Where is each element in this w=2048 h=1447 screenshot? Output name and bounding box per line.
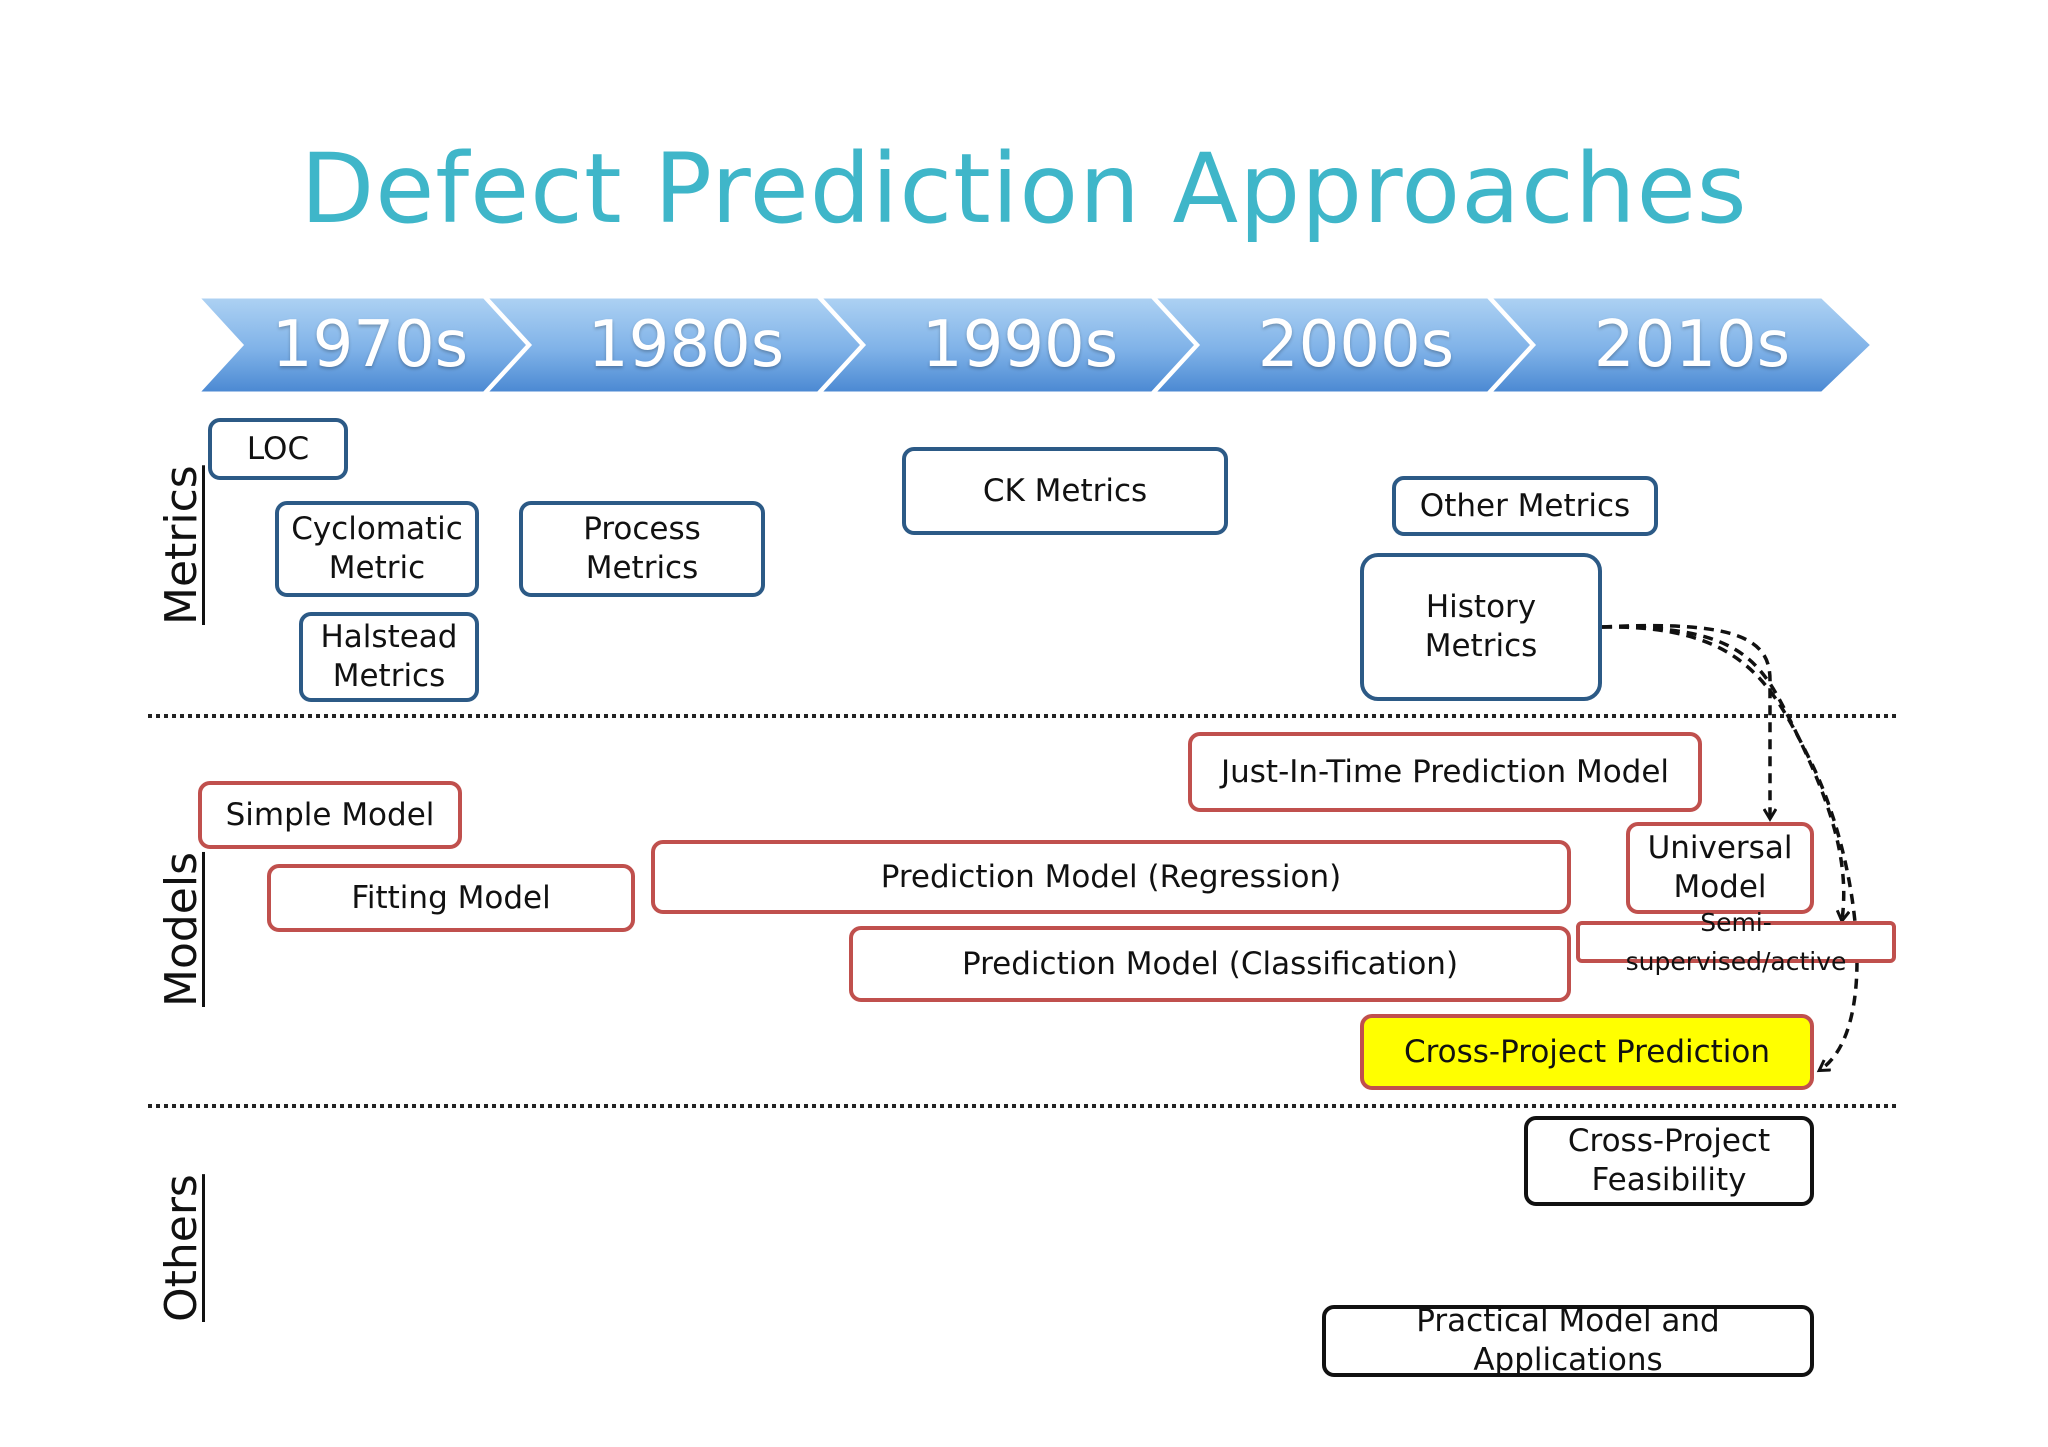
section-label-others: Others: [156, 1174, 207, 1322]
node-loc: LOC: [208, 418, 348, 480]
node-simple-model: Simple Model: [198, 781, 462, 849]
node-cyclomatic-metric: Cyclomatic Metric: [275, 501, 479, 597]
node-history-metrics: History Metrics: [1360, 553, 1602, 701]
node-halstead-metrics: Halstead Metrics: [299, 612, 479, 702]
node-process-metrics: Process Metrics: [519, 501, 765, 597]
timeline-chevron: [1486, 295, 1875, 395]
era-1990s: 1990s: [921, 308, 1119, 382]
node-ck-metrics: CK Metrics: [902, 447, 1228, 535]
node-prediction-model-regression: Prediction Model (Regression): [651, 840, 1571, 914]
node-semi-supervised-active: Semi-supervised/active: [1576, 908, 1896, 976]
node-cross-project-feasibility: Cross-Project Feasibility: [1524, 1116, 1814, 1206]
node-other-metrics: Other Metrics: [1392, 476, 1658, 536]
node-fitting-model: Fitting Model: [267, 864, 635, 932]
era-2010s: 2010s: [1593, 308, 1791, 382]
page-title: Defect Prediction Approaches: [300, 133, 1748, 245]
era-2000s: 2000s: [1257, 308, 1455, 382]
node-prediction-model-classification: Prediction Model (Classification): [849, 926, 1571, 1002]
arrow-history-to-cross-project: [1601, 625, 1859, 1070]
section-label-metrics: Metrics: [156, 465, 207, 625]
node-jit-prediction-model: Just-In-Time Prediction Model: [1188, 732, 1702, 812]
node-practical-model-applications: Practical Model and Applications: [1322, 1303, 1814, 1378]
section-label-models: Models: [156, 851, 207, 1007]
node-cross-project-prediction: Cross-Project Prediction: [1360, 1014, 1814, 1090]
arrow-history-to-universal: [1601, 623, 1770, 818]
node-universal-model: Universal Model: [1626, 822, 1814, 914]
era-1970s: 1970s: [271, 308, 469, 382]
era-1980s: 1980s: [587, 308, 785, 382]
